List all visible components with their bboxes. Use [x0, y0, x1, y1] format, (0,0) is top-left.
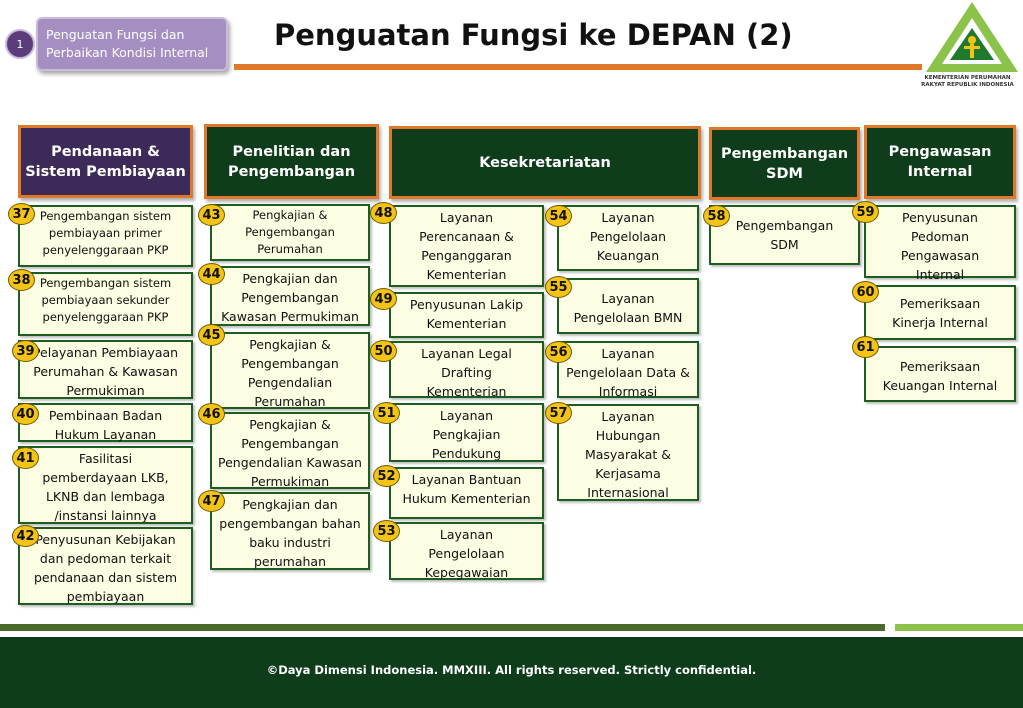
footer-divider-dark	[0, 624, 885, 631]
item-number-badge: 57	[545, 402, 572, 424]
item-number-badge: 56	[545, 341, 572, 363]
item-number-badge: 53	[373, 520, 400, 542]
item-50: Layanan Legal Drafting Kementerian	[389, 341, 544, 399]
item-48: Layanan Perencanaan & Penganggaran Kemen…	[389, 205, 544, 287]
logo-text: KEMENTERIAN PERUMAHAN RAKYAT REPUBLIK IN…	[921, 75, 1014, 88]
item-58: Pengembangan SDM	[709, 205, 860, 265]
item-60: Pemeriksaan Kinerja Internal	[864, 285, 1016, 340]
item-number-badge: 47	[198, 490, 225, 512]
section-number: 1	[5, 29, 35, 59]
section-tag: Penguatan Fungsi dan Perbaikan Kondisi I…	[36, 17, 228, 71]
item-number-badge: 51	[373, 402, 400, 424]
item-44: Pengkajian dan Pengembangan Kawasan Perm…	[210, 266, 370, 326]
item-number-badge: 59	[852, 201, 879, 223]
footer-divider-light	[895, 624, 1023, 631]
item-53: Layanan Pengelolaan Kepegawaian	[389, 522, 544, 580]
column-header-pendanaan: Pendanaan & Sistem Pembiayaan	[18, 125, 193, 198]
item-number-badge: 50	[370, 340, 397, 362]
item-54: Layanan Pengelolaan Keuangan	[557, 205, 699, 271]
item-number-badge: 58	[703, 205, 730, 227]
item-38: Pengembangan sistem pembiayaan sekunder …	[18, 272, 193, 336]
item-45: Pengkajian & Pengembangan Pengendalian P…	[210, 332, 370, 409]
footer-bar	[0, 637, 1023, 708]
item-40: Pembinaan Badan Hukum Layanan	[18, 403, 193, 442]
column-header-kesekretariatan: Kesekretariatan	[389, 126, 701, 199]
item-number-badge: 37	[8, 203, 35, 225]
item-46: Pengkajian & Pengembangan Pengendalian K…	[210, 412, 370, 489]
item-number-badge: 40	[12, 403, 39, 425]
item-49: Penyusunan Lakip Kementerian	[389, 292, 544, 338]
item-47: Pengkajian dan pengembangan bahan baku i…	[210, 492, 370, 570]
ministry-logo-icon	[926, 2, 1018, 72]
item-number-badge: 52	[373, 465, 400, 487]
footer-copyright: ©Daya Dimensi Indonesia. MMXIII. All rig…	[266, 663, 757, 677]
item-number-badge: 54	[545, 205, 572, 227]
column-header-pengawasan: Pengawasan Internal	[864, 125, 1016, 199]
page-title: Penguatan Fungsi ke DEPAN (2)	[274, 18, 793, 52]
item-number-badge: 44	[198, 263, 225, 285]
item-number-badge: 61	[852, 336, 879, 358]
item-61: Pemeriksaan Keuangan Internal	[864, 346, 1016, 402]
item-number-badge: 46	[198, 403, 225, 425]
item-number-badge: 48	[370, 202, 397, 224]
item-55: Layanan Pengelolaan BMN	[557, 278, 699, 334]
title-underline	[234, 64, 922, 70]
item-37: Pengembangan sistem pembiayaan primer pe…	[18, 205, 193, 267]
item-number-badge: 45	[198, 324, 225, 346]
item-51: Layanan Pengkajian Pendukung Kebijakan	[389, 403, 544, 480]
item-59: Penyusunan Pedoman Pengawasan Internal	[864, 205, 1016, 282]
item-43: Pengkajian & Pengembangan Perumahan	[210, 204, 370, 261]
item-number-badge: 38	[8, 269, 35, 291]
item-number-badge: 60	[852, 281, 879, 303]
column-header-sdm: Pengembangan SDM	[709, 127, 860, 200]
item-number-badge: 49	[370, 288, 397, 310]
item-56: Layanan Pengelolaan Data & Informasi	[557, 341, 699, 399]
item-number-badge: 42	[12, 525, 39, 547]
item-number-badge: 41	[12, 447, 39, 469]
item-number-badge: 55	[545, 276, 572, 298]
column-header-penelitian: Penelitian dan Pengembangan	[204, 124, 379, 199]
item-52: Layanan Bantuan Hukum Kementerian	[389, 467, 544, 519]
item-41: Fasilitasi pemberdayaan LKB, LKNB dan le…	[18, 446, 193, 524]
item-42: Penyusunan Kebijakan dan pedoman terkait…	[18, 527, 193, 605]
item-number-badge: 43	[198, 204, 225, 226]
item-57: Layanan Hubungan Masyarakat & Kerjasama …	[557, 404, 699, 501]
item-number-badge: 39	[12, 340, 39, 362]
item-39: Pelayanan Pembiayaan Perumahan & Kawasan…	[18, 340, 193, 399]
